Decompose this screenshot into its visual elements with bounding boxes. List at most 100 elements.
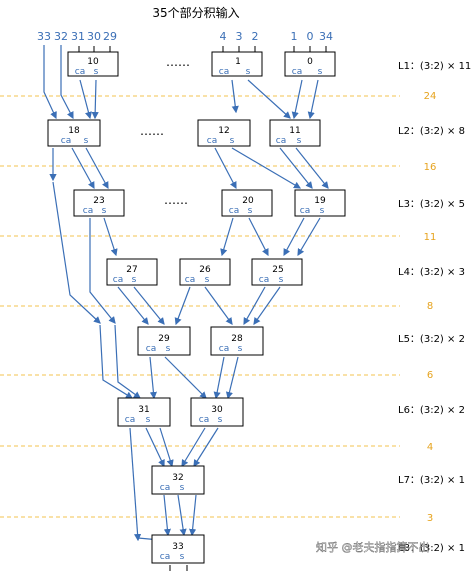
input-label: 0 [307,30,314,43]
level-count: 11 [424,232,437,243]
wires [43,45,329,571]
adder-box: 10 ca s [67,51,119,77]
adder-box: 32 ca s [151,465,205,495]
diagram-title: 35个部分积输入 [152,5,239,20]
watermark-text: 知乎 @老夫指指算不出 [316,540,430,554]
adder-box: 29 ca s [137,326,191,356]
box-id: 18 [68,126,80,136]
level-label: L5：(3:2) × 2 [398,334,465,345]
box-id: 28 [231,334,243,344]
carry-pin: ca [83,206,93,216]
carry-pin: ca [207,136,217,146]
sum-pin: s [279,275,284,285]
carry-pin: ca [146,344,156,354]
sum-pin: s [297,136,302,146]
sum-pin: s [320,206,325,216]
sum-pin: s [84,136,89,146]
input-label: 3 [236,30,243,43]
sum-pin: s [180,552,185,562]
box-id: 11 [289,126,300,136]
input-label: 32 [54,30,68,43]
adder-box: 0 ca s [284,51,336,77]
box-id: 1 [235,57,241,67]
adder-box: 11 ca s [269,119,321,147]
sum-pin: s [166,344,171,354]
adder-box: 28 ca s [210,326,264,356]
carry-pin: ca [219,67,229,77]
input-label: 31 [71,30,85,43]
level-label: L1：(3:2) × 11 [398,61,471,72]
carry-pin: ca [160,552,170,562]
sum-pin: s [205,275,210,285]
box-id: 19 [314,196,326,206]
sum-pin: s [318,67,323,77]
level-label: L7：(3:2) × 1 [398,475,465,486]
carry-pin: ca [292,67,302,77]
carry-pin: ca [160,483,170,493]
adder-box: 27 ca s [106,258,158,286]
sum-pin: s [248,206,253,216]
input-label: 33 [37,30,51,43]
ellipsis-l3: …… [164,193,188,207]
sum-pin: s [132,275,137,285]
box-id: 30 [211,405,223,415]
sum-pin: s [102,206,107,216]
sum-pin: s [246,67,251,77]
box-id: 26 [199,265,211,275]
watermark: 知乎 @老夫指指算不出 [316,540,430,554]
level-label: L3：(3:2) × 5 [398,199,465,210]
level-count: 24 [424,91,437,102]
input-labels: 33 32 31 30 29 4 3 2 1 0 34 [37,30,333,43]
carry-pin: ca [125,415,135,425]
sum-pin: s [230,136,235,146]
level-label: L8：(3:2) × 1 [398,543,465,554]
input-label: 29 [103,30,117,43]
adder-box: 19 ca s [294,189,346,217]
sum-pin: s [218,415,223,425]
adder-box: 23 ca s [73,189,125,217]
box-id: 12 [218,126,229,136]
carry-pin: ca [219,344,229,354]
ellipsis-l1: …… [166,55,190,69]
box-id: 32 [172,473,183,483]
box-id: 25 [272,265,283,275]
adder-boxes: 10 ca s 1 ca s 0 ca s 18 ca s 12 ca s [47,51,346,564]
adder-box: 30 ca s [190,397,244,427]
input-label: 4 [220,30,227,43]
box-id: 29 [158,334,170,344]
adder-box: 26 ca s [179,258,231,286]
level-count: 16 [424,162,437,173]
adder-box: 18 ca s [47,119,101,147]
input-label: 34 [319,30,333,43]
adder-box: 25 ca s [251,258,303,286]
box-id: 27 [126,265,137,275]
adder-box: 20 ca s [221,189,273,217]
level-count: 4 [427,442,433,453]
box-id: 23 [93,196,104,206]
sum-pin: s [94,67,99,77]
box-id: 0 [307,57,313,67]
level-annotations: L1：(3:2) × 11 24 L2：(3:2) × 8 16 L3：(3:2… [398,61,471,554]
level-label: L6：(3:2) × 2 [398,405,465,416]
input-label: 1 [291,30,298,43]
level-label: L4：(3:2) × 3 [398,267,465,278]
adder-box: 33 ca s [151,534,205,564]
level-count: 8 [427,301,433,312]
adder-box: 31 ca s [117,397,171,427]
box-id: 33 [172,542,183,552]
carry-pin: ca [276,136,286,146]
carry-pin: ca [229,206,239,216]
sum-pin: s [238,344,243,354]
level-count: 3 [427,513,433,524]
carry-pin: ca [199,415,209,425]
sum-pin: s [180,483,185,493]
carry-pin: ca [61,136,71,146]
ellipsis-l2: …… [140,124,164,138]
adder-box: 12 ca s [197,119,251,147]
level-separators [0,95,400,518]
sum-pin: s [146,415,151,425]
box-id: 31 [138,405,149,415]
carry-pin: ca [259,275,269,285]
carry-pin: ca [185,275,195,285]
input-label: 30 [87,30,101,43]
